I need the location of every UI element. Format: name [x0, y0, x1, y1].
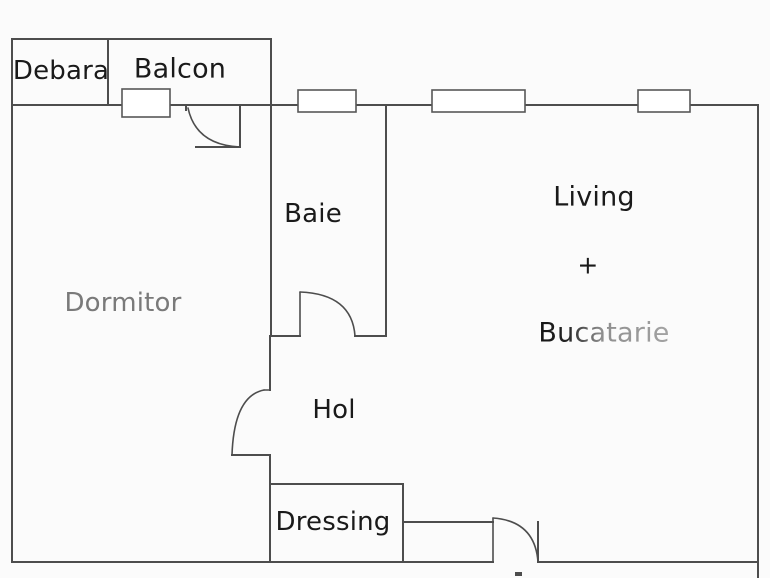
- window-kitchen: [637, 89, 691, 113]
- door-balcony-arc: [187, 107, 241, 148]
- door-group: [187, 107, 539, 563]
- wall-balcony-block: [11, 38, 272, 106]
- door-hol-arc: [231, 389, 265, 456]
- bottom-edge-mark: [515, 572, 522, 576]
- door-entrance-arc: [492, 517, 539, 563]
- window-balcony: [121, 88, 171, 118]
- wall-group: [11, 38, 759, 578]
- window-living: [431, 89, 526, 113]
- window-group: [121, 88, 691, 118]
- door-baie-arc: [299, 291, 356, 337]
- window-baie: [297, 89, 357, 113]
